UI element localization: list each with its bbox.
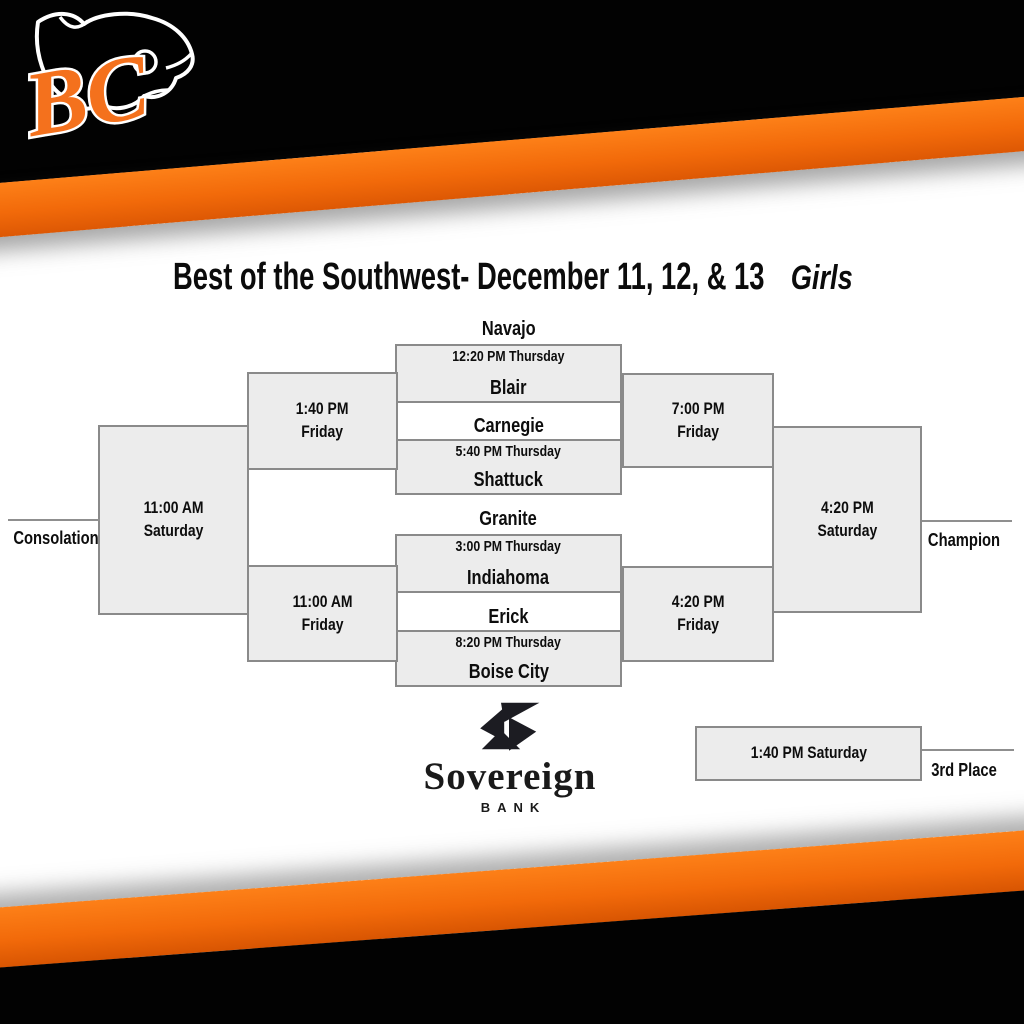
third-place-label: 3rd Place [931,760,997,780]
seed-team-shattuck: Shattuck [473,469,544,491]
third-place-line [922,749,1014,751]
game-box-consolation-semi-upper: 1:40 PM Friday [247,372,398,470]
bobcat-logo: BC [16,11,195,159]
seed-team-boise-city: Boise City [468,660,549,683]
game-box-championship-final: 4:20 PM Saturday [772,426,922,613]
seed-team-granite: Granite [479,508,538,530]
game-time: 12:20 PM Thursday [452,348,565,365]
game-box-r1-game3: 3:00 PM Thursday Indiahoma [397,536,620,591]
game-box-r1-game1: 12:20 PM Thursday Blair [397,346,620,402]
seed-band-erick: Erick [397,590,620,631]
game-box-consolation-final: 11:00 AM Saturday [98,425,249,615]
game-time: 5:40 PM Thursday [455,443,562,461]
round1-top-stack: 12:20 PM Thursday Blair Carnegie 5:40 PM… [395,344,622,495]
game-box-third-place: 1:40 PM Saturday [695,726,922,781]
game-box-r1-game2: 5:40 PM Thursday Shattuck [397,439,620,493]
seed-team-erick: Erick [488,606,529,629]
game-box-r1-game4: 8:20 PM Thursday Boise City [397,630,620,685]
seed-band-carnegie: Carnegie [397,401,620,440]
round1-bottom-stack: 3:00 PM Thursday Indiahoma Erick 8:20 PM… [395,534,622,687]
champion-line [922,520,1012,522]
consolation-label: Consolation [13,528,99,548]
consolation-line [8,519,100,521]
game-time: 3:00 PM Thursday [455,538,562,555]
division: Girls [752,259,892,298]
division-label: Girls [790,259,853,297]
seed-team-blair: Blair [490,377,527,400]
bobcat-head-icon [35,11,195,111]
seed-team-carnegie: Carnegie [473,415,544,438]
sponsor-type: BANK [480,800,547,815]
game-time: 8:20 PM Thursday [455,634,562,652]
champion-label: Champion [927,530,1001,550]
game-box-consolation-semi-lower: 11:00 AM Friday [247,565,398,662]
game-box-championship-semi-lower: 4:20 PM Friday [622,566,774,662]
seed-team-indiahoma: Indiahoma [467,566,550,589]
page-title: Best of the Southwest- December 11, 12, … [58,256,838,299]
sovereign-bank-mark-icon [480,702,540,751]
seed-team-navajo: Navajo [481,318,536,340]
game-box-championship-semi-upper: 7:00 PM Friday [622,373,774,468]
sponsor-name: Sovereign [423,755,597,798]
svg-text:BC: BC [16,34,157,156]
tournament-title: Best of the Southwest- December 11, 12, … [173,256,765,298]
logo-initials: BC [16,32,160,159]
